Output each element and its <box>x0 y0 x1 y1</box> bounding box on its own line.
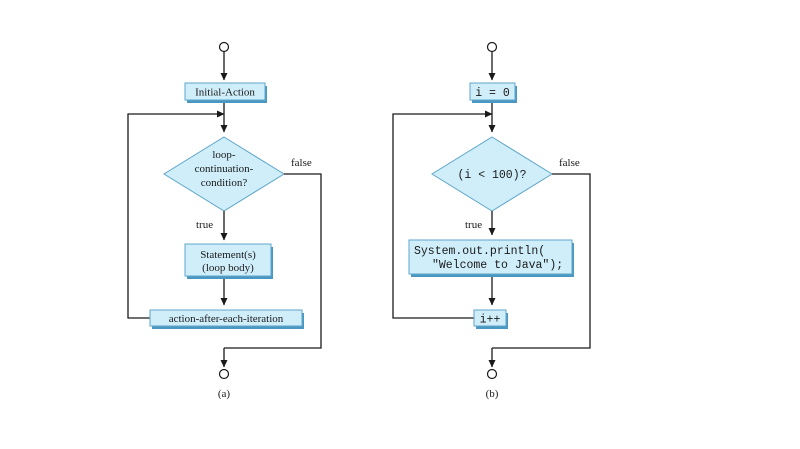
iteration-label-a: action-after-each-iteration <box>169 313 284 325</box>
iteration-box-b: i++ <box>473 309 508 329</box>
body-line2-a: (loop body) <box>202 262 254 274</box>
body-line1-b: System.out.println( <box>414 245 545 258</box>
true-label-a: true <box>196 219 213 231</box>
loop-body-box-b: System.out.println( "Welcome to Java"); <box>408 239 574 277</box>
flowchart-a: Initial-Action loop- continuation- condi… <box>127 41 322 400</box>
iteration-label-b: i++ <box>480 314 501 327</box>
condition-label-b: (i < 100)? <box>457 169 526 182</box>
loop-back-arrow-b <box>392 110 493 319</box>
loop-back-arrow-a <box>127 110 225 319</box>
iteration-box-a: action-after-each-iteration <box>149 309 304 329</box>
caption-a: (a) <box>218 388 231 400</box>
initial-action-box-b: i = 0 <box>469 82 517 103</box>
body-line2-b: "Welcome to Java"); <box>432 259 563 272</box>
body-line1-a: Statement(s) <box>200 249 256 261</box>
initial-action-label-b: i = 0 <box>475 87 510 100</box>
condition-diamond-a: loop- continuation- condition? <box>163 136 285 212</box>
initial-action-label-a: Initial-Action <box>195 87 255 99</box>
loop-body-box-a: Statement(s) (loop body) <box>184 243 273 279</box>
false-branch-line-a <box>224 173 322 349</box>
caption-b: (b) <box>486 388 499 400</box>
end-terminal-a <box>218 368 230 380</box>
end-terminal-b <box>486 368 498 380</box>
false-branch-line-b <box>492 173 591 349</box>
initial-action-box-a: Initial-Action <box>184 82 267 103</box>
condition-diamond-b: (i < 100)? <box>431 136 553 212</box>
start-terminal-a <box>218 41 230 53</box>
true-label-b: true <box>465 219 482 231</box>
condition-line3-a: condition? <box>201 177 248 189</box>
start-terminal-b <box>486 41 498 53</box>
condition-line1-a: loop- <box>212 149 236 161</box>
condition-line2-a: continuation- <box>195 163 254 175</box>
false-label-b: false <box>559 157 580 169</box>
false-label-a: false <box>291 157 312 169</box>
flowchart-b: i = 0 (i < 100)? false true System.out.p… <box>392 41 591 400</box>
